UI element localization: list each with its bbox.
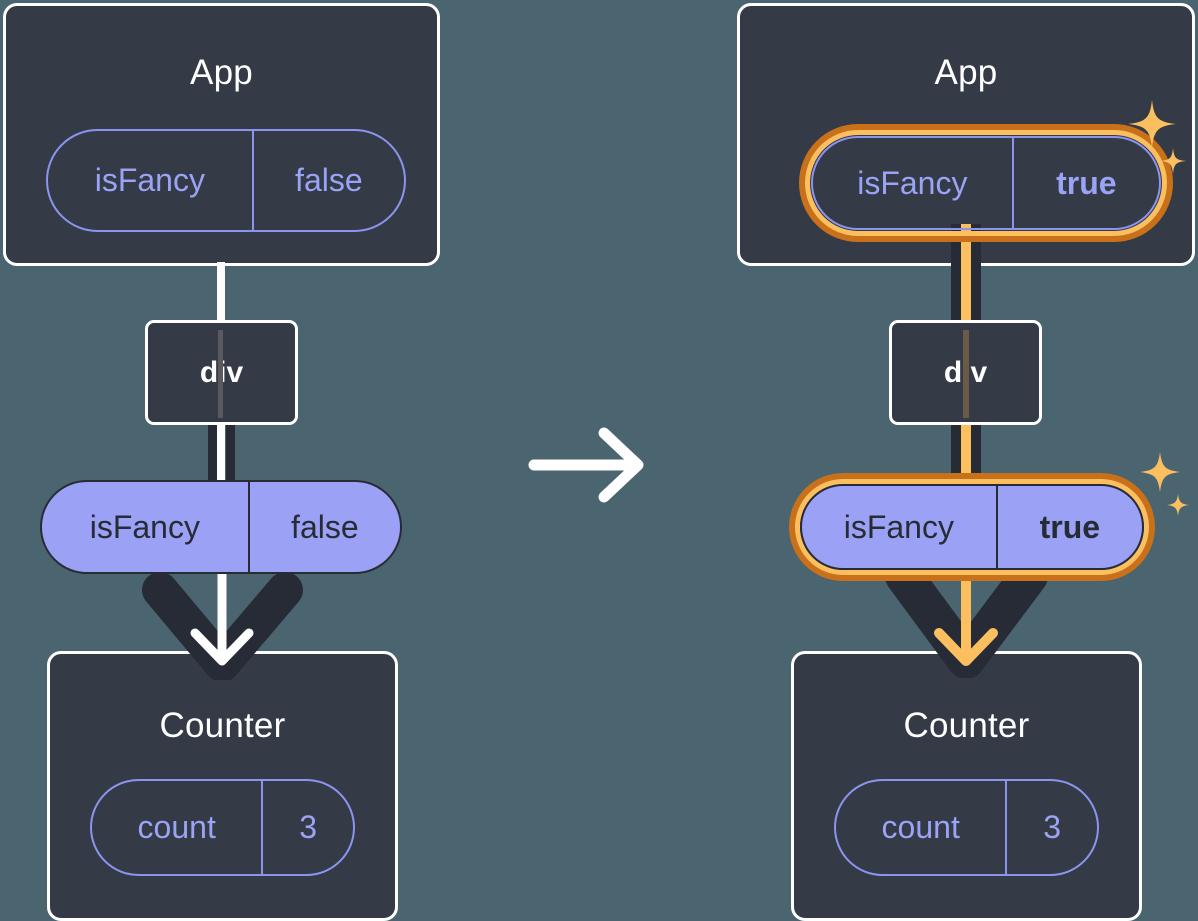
right-app-state-pill: isFancy true <box>811 136 1161 230</box>
right-app-title: App <box>934 53 998 92</box>
right-prop-pill-highlight-ring <box>789 473 1155 581</box>
left-app-state-pill: isFancy false <box>46 129 406 232</box>
right-counter-state-key: count <box>881 809 960 845</box>
left-app-panel: App isFancy false <box>3 3 440 266</box>
left-app-state-key: isFancy <box>94 162 205 198</box>
right-app-state-key: isFancy <box>857 164 968 201</box>
transition-arrow-icon <box>528 425 648 505</box>
right-app-state-highlight-ring <box>799 124 1173 242</box>
right-div-internal-wire <box>963 330 969 418</box>
left-wire-app-to-div <box>217 262 225 322</box>
right-wire-div-to-pill-left-shadow <box>951 424 961 488</box>
left-prop-pill-key: isFancy <box>89 508 200 545</box>
right-counter-state-value: 3 <box>1005 781 1097 874</box>
left-counter-panel: Counter count 3 <box>47 651 398 921</box>
left-app-state-value: false <box>251 131 404 230</box>
left-wire-div-to-pill-right-shadow <box>226 424 235 489</box>
left-wire-div-to-pill <box>217 424 225 489</box>
right-app-state-value: true <box>1011 138 1159 228</box>
left-counter-state-key: count <box>137 809 216 845</box>
right-wire-app-to-div <box>961 224 971 324</box>
right-counter-state-pill: count 3 <box>834 779 1099 876</box>
left-counter-title: Counter <box>159 706 286 745</box>
left-counter-state-pill: count 3 <box>90 779 355 876</box>
right-counter-panel: Counter count 3 <box>791 651 1142 921</box>
right-wire-div-to-pill <box>961 424 971 488</box>
right-wire-app-to-div-right-shadow <box>971 224 981 324</box>
right-counter-title: Counter <box>903 706 1030 745</box>
right-wire-app-to-div-left-shadow <box>951 224 961 324</box>
right-app-sparkle-icon <box>1126 98 1188 190</box>
right-prop-pill-value: true <box>995 486 1142 568</box>
left-prop-pill-value: false <box>247 482 400 572</box>
left-counter-state-value: 3 <box>261 781 353 874</box>
left-state-flow-arrow <box>185 565 259 669</box>
left-app-title: App <box>190 53 253 92</box>
right-wire-div-to-pill-right-shadow <box>971 424 981 488</box>
left-div-internal-wire <box>218 330 223 418</box>
left-prop-pill: isFancy false <box>40 480 402 574</box>
left-wire-div-to-pill-left-shadow <box>208 424 217 489</box>
right-prop-pill-key: isFancy <box>843 508 954 545</box>
right-prop-pill: isFancy true <box>800 484 1144 570</box>
right-prop-sparkle-icon <box>1138 450 1190 528</box>
